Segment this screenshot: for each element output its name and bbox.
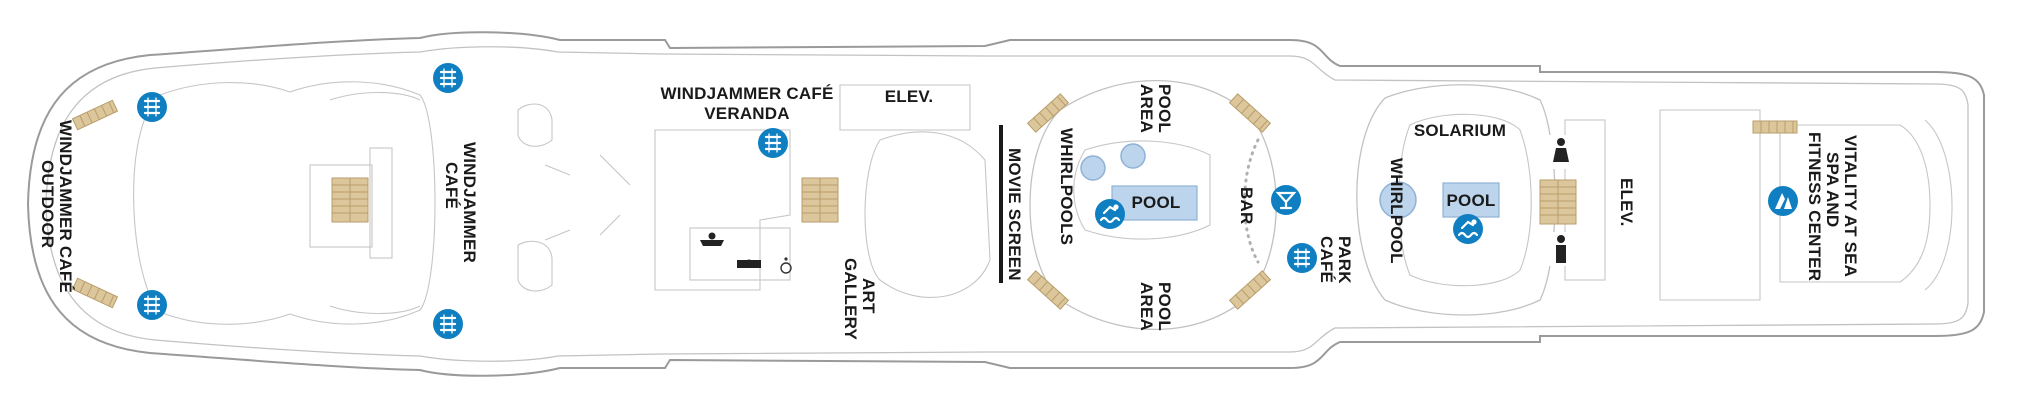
veranda-label-2: VERANDA	[704, 104, 789, 123]
spa-wall	[1779, 124, 1931, 283]
aft-lounge-wall	[1659, 109, 1761, 301]
art-gallery-label-2: GALLERY	[841, 258, 860, 340]
windjammer-cafe-label-2: CAFÉ	[442, 162, 461, 209]
solarium-inner	[1398, 113, 1532, 287]
solarium-pool-label: POOL	[1447, 191, 1496, 210]
dining-icon[interactable]	[431, 61, 465, 95]
movie-screen-label: MOVIE SCREEN	[1005, 148, 1024, 281]
cocktail-bar-icon[interactable]	[1269, 183, 1303, 217]
accessible-icon	[780, 257, 792, 274]
dining-icon[interactable]	[135, 90, 169, 124]
park-cafe-label-2: CAFÉ	[1317, 236, 1336, 283]
male-restroom-icon	[1548, 232, 1574, 266]
pool-area-top-label-1: POOL	[1155, 84, 1174, 133]
spa-icon[interactable]	[1768, 186, 1798, 216]
windjammer-cafe-wall	[329, 91, 421, 315]
spa-aft-curve	[1924, 119, 1953, 291]
windjammer-outdoor-label-1: WINDJAMMER CAFÉ	[56, 120, 75, 293]
solarium-label: SOLARIUM	[1414, 121, 1506, 140]
spa-label-1: VITALITY AT SEA	[1841, 135, 1860, 277]
whirlpool-1	[1080, 155, 1106, 181]
forward-core-inner	[369, 147, 393, 259]
stairs-spa	[1752, 120, 1798, 134]
whirlpool-2	[1120, 143, 1146, 169]
bar-label: BAR	[1237, 187, 1256, 224]
whirlpool-label: WHIRLPOOL	[1387, 158, 1406, 264]
park-cafe-label-1: PARK	[1335, 236, 1354, 284]
female-restroom-icon	[1548, 135, 1574, 169]
hull-inner-line	[45, 46, 1969, 362]
art-gallery-label-1: ART	[859, 278, 878, 314]
elevator-aft-label: ELEV.	[1617, 178, 1636, 227]
buffet-stations	[517, 103, 631, 292]
main-pool	[1111, 185, 1198, 221]
veranda-label-1: WINDJAMMER CAFÉ	[661, 84, 834, 103]
dining-icon[interactable]	[1285, 241, 1319, 275]
elevator-fwd-label: ELEV.	[885, 87, 934, 106]
pool-deck-ring-inner	[1073, 140, 1211, 240]
dining-icon[interactable]	[135, 288, 169, 322]
solarium-pool	[1442, 182, 1500, 218]
veranda-area	[654, 129, 791, 291]
pool-label: POOL	[1132, 193, 1181, 212]
solarium-wall	[1356, 84, 1556, 316]
spa-label-2: SPA AND	[1823, 152, 1842, 227]
dining-icon[interactable]	[431, 307, 465, 341]
windjammer-outdoor-label-2: OUTDOOR	[38, 160, 57, 248]
restroom-signs-midship	[700, 232, 761, 268]
bar-seating-arc	[1243, 138, 1260, 264]
dining-icon[interactable]	[756, 126, 790, 160]
swimming-pool-icon[interactable]	[1093, 197, 1127, 231]
art-gallery-wall	[864, 131, 991, 298]
windjammer-cafe-label-1: WINDJAMMER	[460, 142, 479, 263]
forward-core	[309, 164, 373, 248]
restroom-block	[689, 227, 791, 281]
spa-label-3: FITNESS CENTER	[1805, 132, 1824, 281]
stairs-midship	[801, 177, 839, 223]
stairs-aft	[1539, 179, 1577, 225]
solarium-whirlpool	[1379, 181, 1417, 219]
pool-area-bottom-label-1: POOL	[1155, 282, 1174, 331]
hull-outline	[26, 31, 1985, 377]
pool-area-bottom-label-2: AREA	[1137, 282, 1156, 331]
elevator-lobby-fwd	[839, 84, 971, 131]
stairs-forward	[331, 177, 369, 223]
whirlpools-label: WHIRLPOOLS	[1057, 128, 1076, 245]
pool-area-top-label-2: AREA	[1137, 84, 1156, 133]
swimming-pool-icon[interactable]	[1451, 212, 1485, 246]
